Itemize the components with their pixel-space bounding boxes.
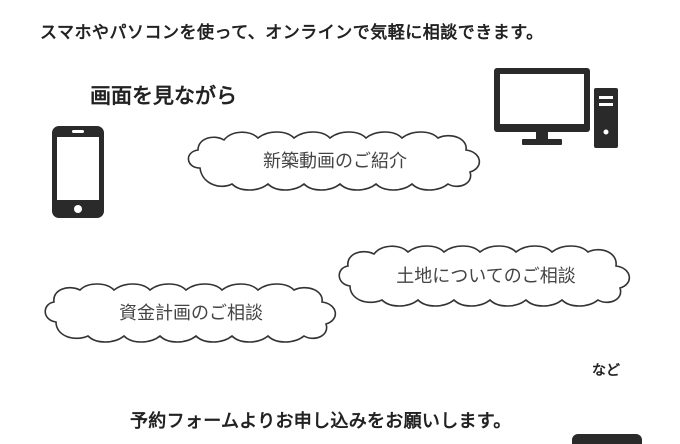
reservation-note: 予約フォームよりお申し込みをお願いします。 — [130, 411, 512, 432]
finance-consultation-label: 資金計画のご相談 — [119, 303, 263, 324]
smartphone-icon — [50, 124, 106, 224]
desktop-computer-icon — [492, 66, 622, 154]
etc-note: など — [592, 363, 620, 379]
speech-cloud-land-consultation: 土地についてのご相談 — [332, 242, 640, 308]
subheading: 画面を見ながら — [90, 84, 237, 108]
headline: スマホやパソコンを使って、オンラインで気軽に相談できます。 — [40, 23, 544, 43]
bottom-edge-shape — [572, 434, 642, 444]
speech-cloud-new-build-video: 新築動画のご紹介 — [180, 128, 490, 192]
land-consultation-label: 土地についてのご相談 — [396, 266, 576, 287]
new-build-video-label: 新築動画のご紹介 — [263, 151, 407, 172]
speech-cloud-finance-consultation: 資金計画のご相談 — [38, 280, 344, 344]
